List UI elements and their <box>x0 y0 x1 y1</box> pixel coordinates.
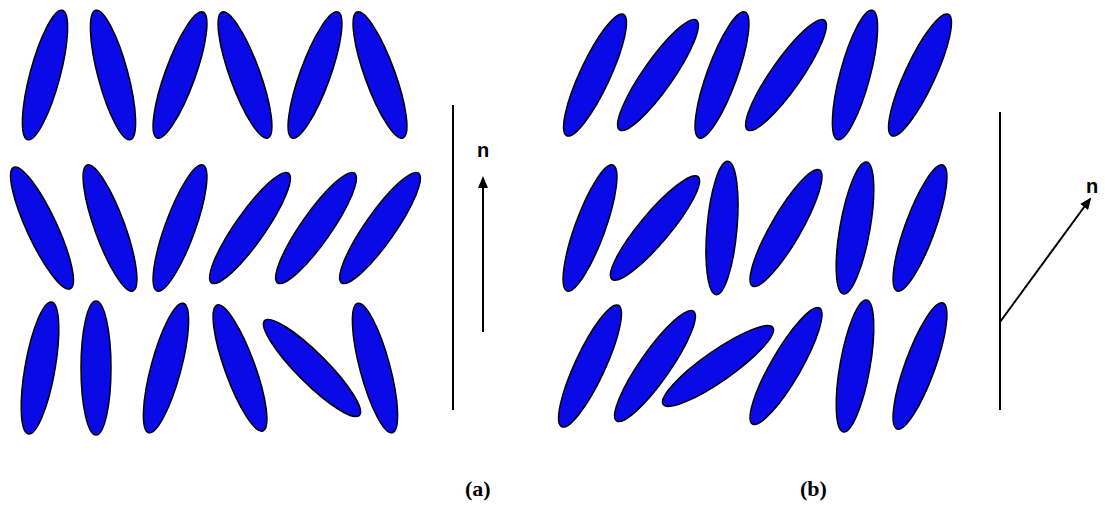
molecule-ellipse <box>740 162 833 293</box>
molecule-ellipse <box>81 6 145 143</box>
director-label: n <box>477 140 489 160</box>
molecule-ellipse <box>607 12 708 139</box>
molecule-ellipse <box>343 299 407 436</box>
molecule-ellipse <box>883 298 957 434</box>
molecule-ellipse <box>829 297 882 434</box>
molecule-ellipse <box>143 7 217 143</box>
molecule-ellipse <box>829 159 882 296</box>
director-arrow <box>1000 199 1090 322</box>
molecule-ellipse <box>740 300 833 431</box>
director-arrow <box>482 178 484 332</box>
molecule-ellipse <box>735 12 836 139</box>
molecule-ellipse <box>701 160 743 296</box>
molecule-ellipse <box>208 7 282 143</box>
molecule-ellipse <box>0 161 84 295</box>
molecule-ellipse <box>81 301 111 435</box>
molecule-ellipse <box>143 160 217 296</box>
molecule-ellipse <box>823 6 887 143</box>
molecule-ellipse <box>14 299 67 436</box>
molecule-ellipse <box>278 7 352 143</box>
molecule-ellipse <box>329 165 430 292</box>
molecule-ellipse <box>13 6 77 143</box>
molecule-ellipse <box>883 160 957 296</box>
panel-label: (b) <box>800 478 827 500</box>
molecule-ellipse <box>343 7 417 143</box>
molecule-ellipse <box>600 167 709 289</box>
layer-normal-line <box>452 105 454 410</box>
molecule-ellipse <box>134 299 198 436</box>
molecule-ellipse <box>604 303 705 430</box>
molecules <box>0 6 962 436</box>
molecule-ellipse <box>73 160 147 296</box>
layer-normal-line <box>999 112 1001 410</box>
molecule-ellipse <box>878 8 962 142</box>
panel-label: (a) <box>465 478 491 500</box>
director-label: n <box>1086 176 1098 196</box>
